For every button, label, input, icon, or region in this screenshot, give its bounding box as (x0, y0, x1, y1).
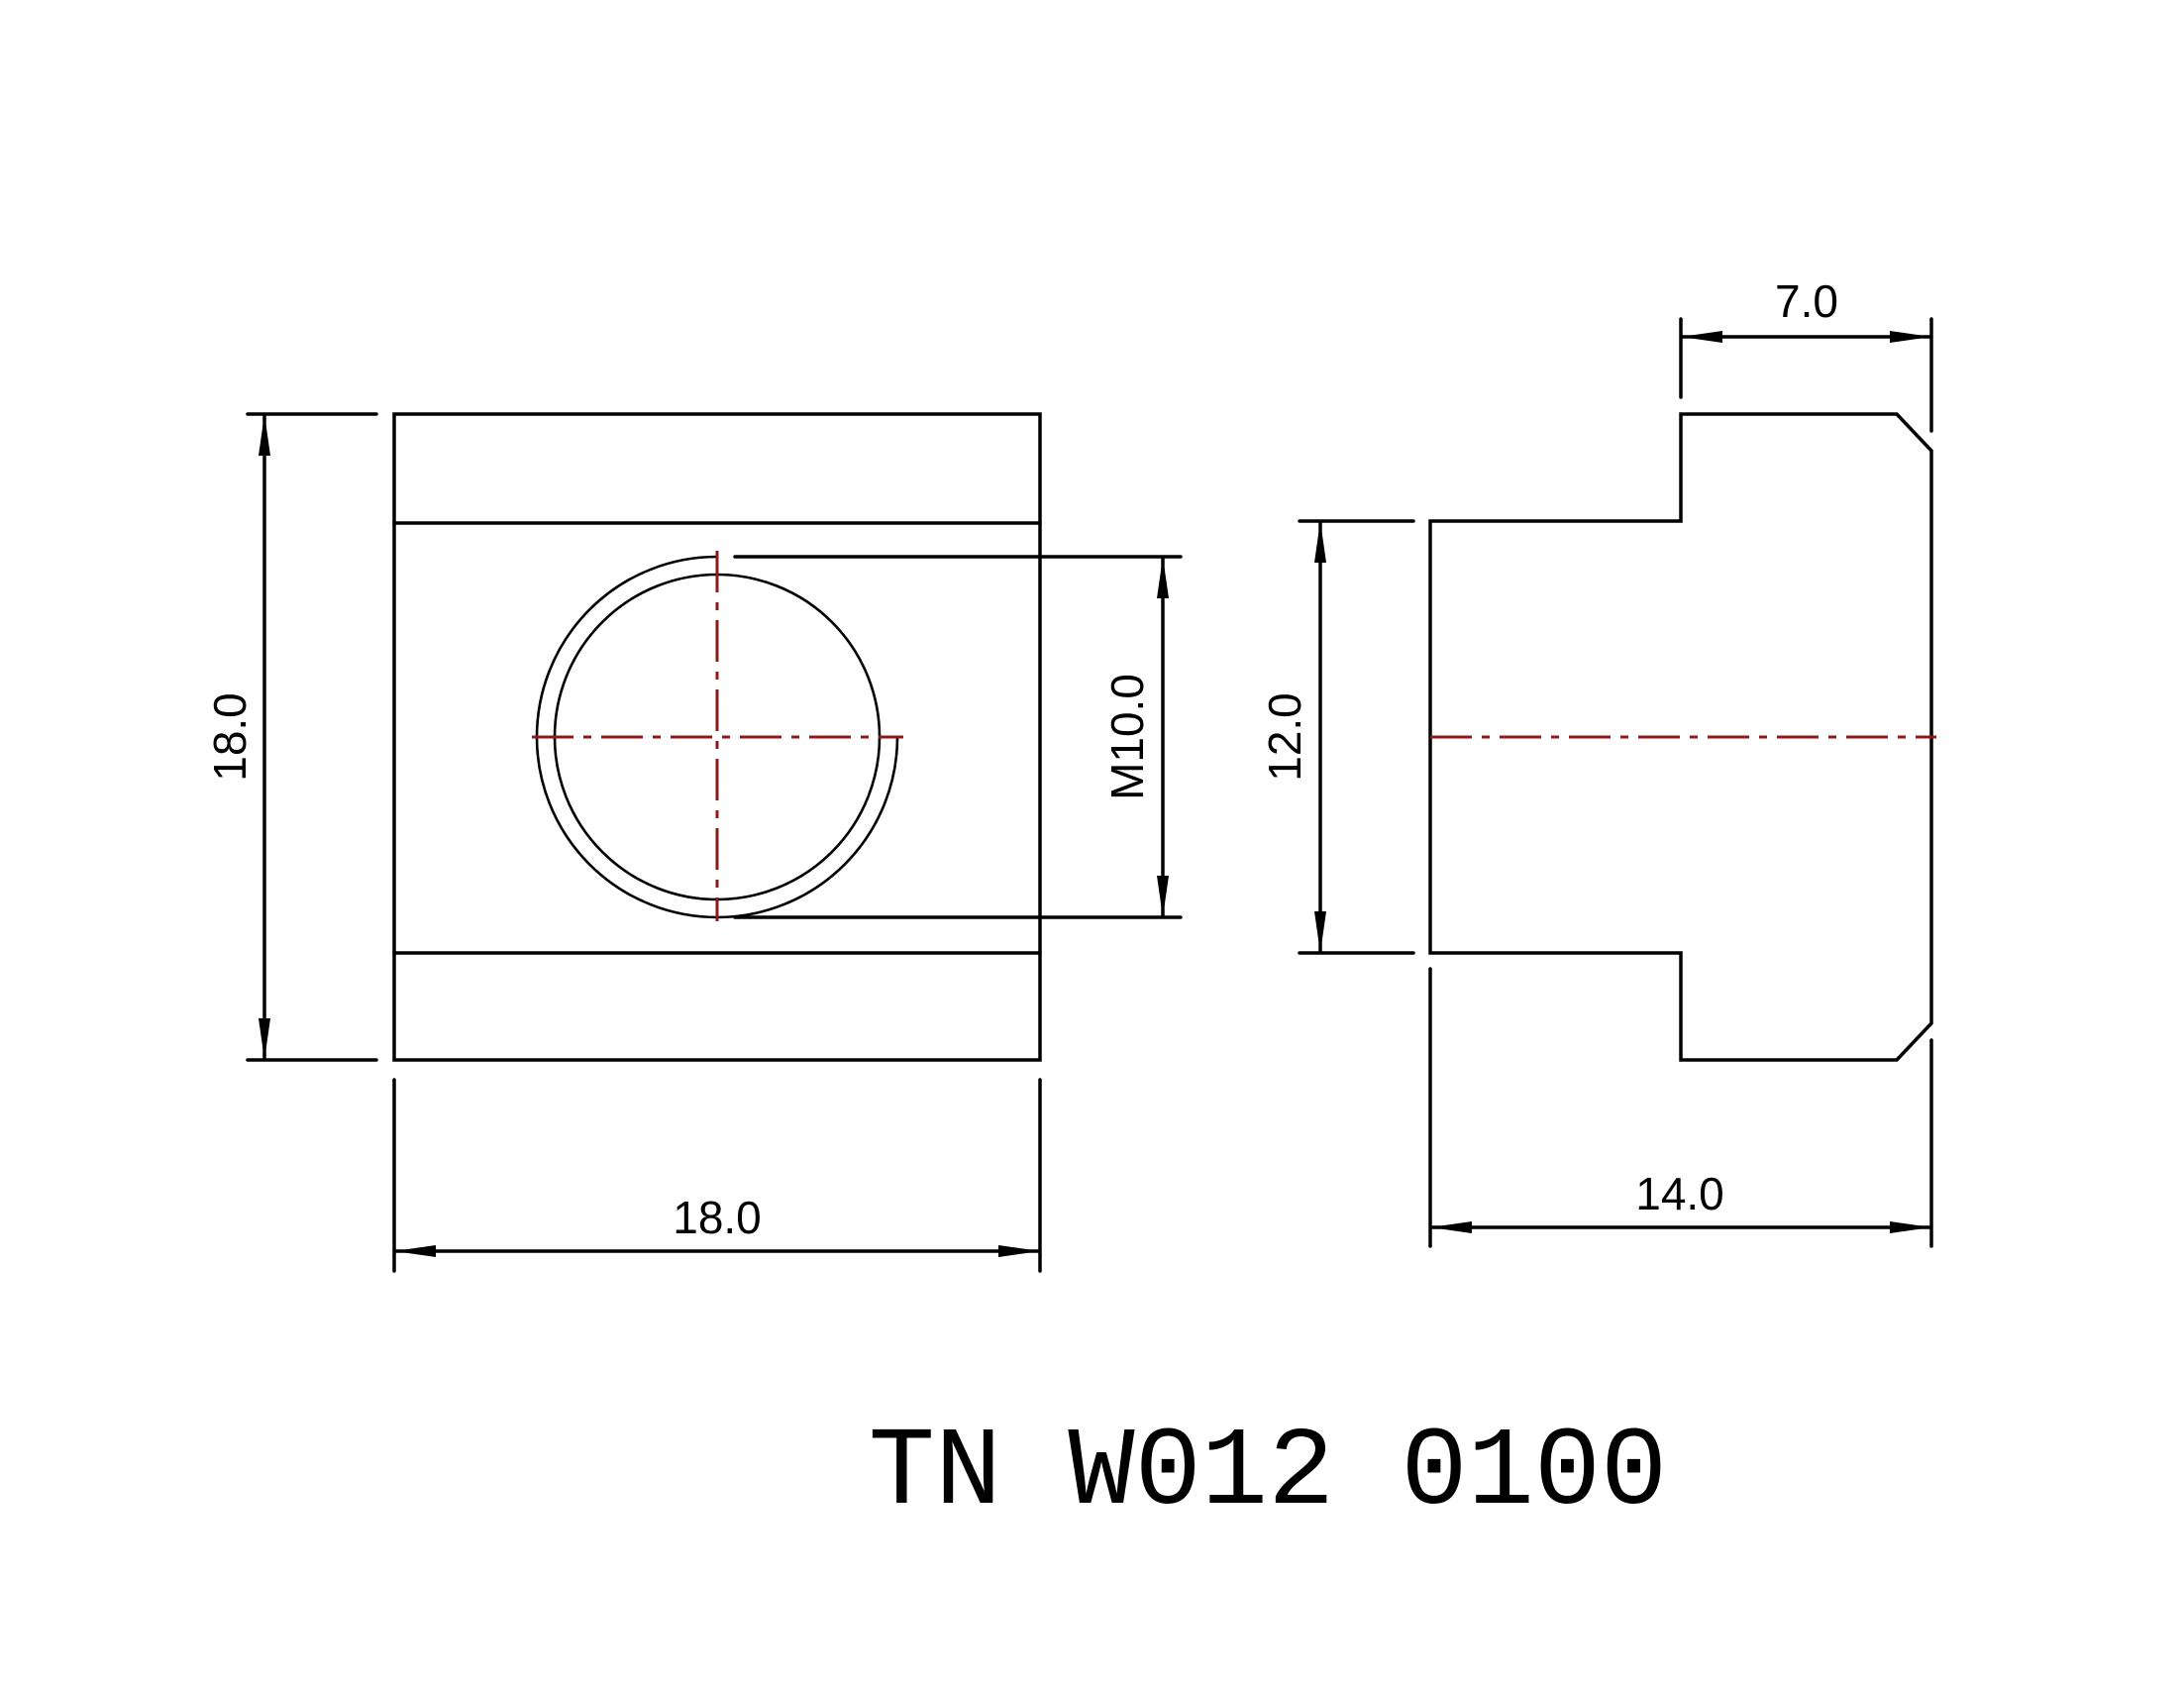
dim-total-length-label: 14.0 (1635, 1168, 1724, 1219)
dim-head-width-label: 7.0 (1775, 275, 1838, 327)
dim-slot-height-label: 12.0 (1259, 692, 1310, 782)
dim-total-length: 14.0 (1428, 967, 1933, 1248)
side-outline (1428, 412, 1933, 1062)
dim-front-height: 18.0 (204, 412, 378, 1062)
side-view (1428, 412, 1936, 1062)
part-number-title: TN W012 0100 (869, 1411, 1668, 1536)
dim-front-width: 18.0 (392, 1078, 1042, 1273)
dim-front-height-label: 18.0 (204, 692, 256, 782)
dim-slot-height: 12.0 (1259, 519, 1415, 955)
dim-thread-label: M10.0 (1101, 674, 1153, 800)
thread-major-arc (535, 555, 899, 919)
dim-front-width-label: 18.0 (673, 1192, 762, 1243)
dim-head-width: 7.0 (1679, 275, 1933, 433)
dim-thread: M10.0 (733, 555, 1183, 919)
front-view (392, 412, 1042, 1062)
front-outline (392, 412, 1042, 1062)
